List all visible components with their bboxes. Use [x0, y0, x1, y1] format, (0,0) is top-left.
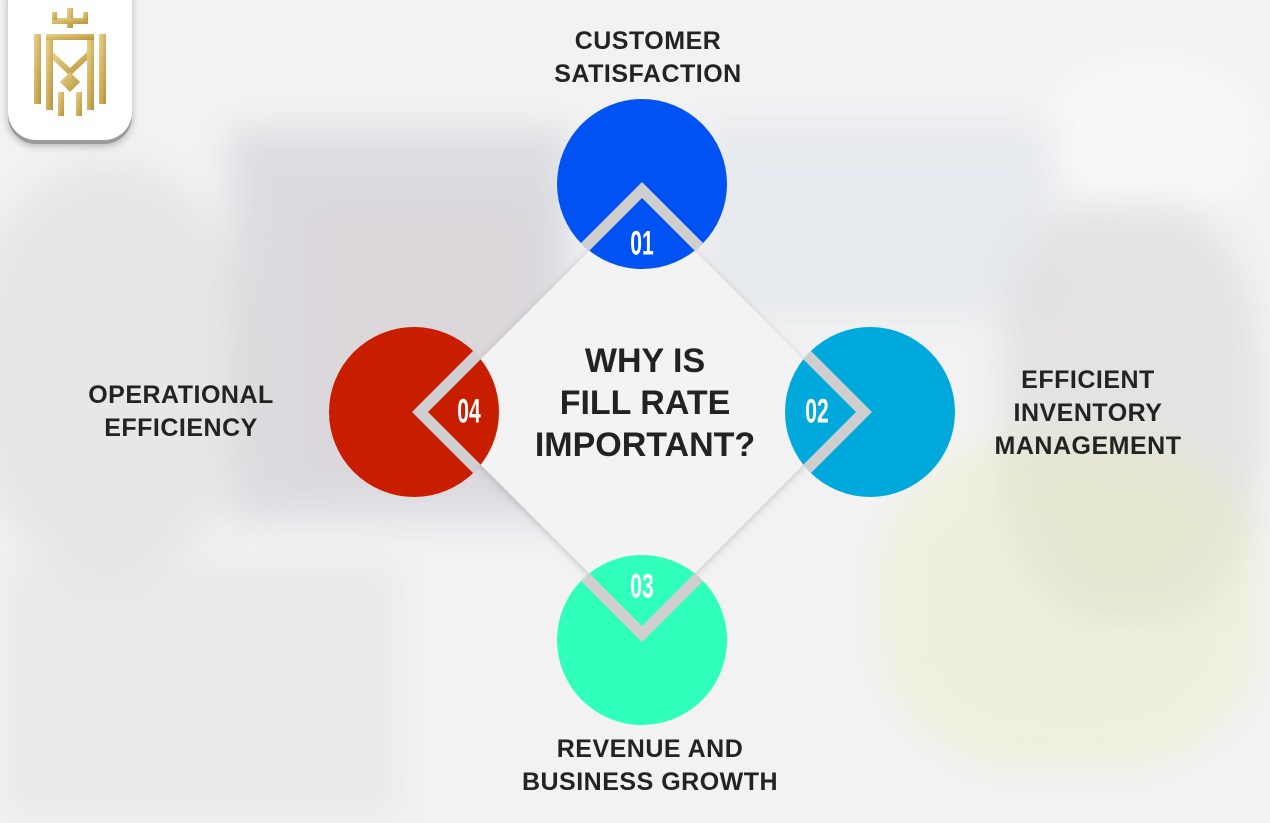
number-02: 02 — [805, 392, 829, 431]
number-01: 01 — [630, 224, 654, 263]
gold-crest-logo-icon — [34, 8, 106, 116]
center-diamond — [428, 198, 856, 626]
logo[interactable] — [8, 0, 132, 140]
number-04: 04 — [457, 392, 481, 431]
number-03: 03 — [630, 567, 654, 606]
